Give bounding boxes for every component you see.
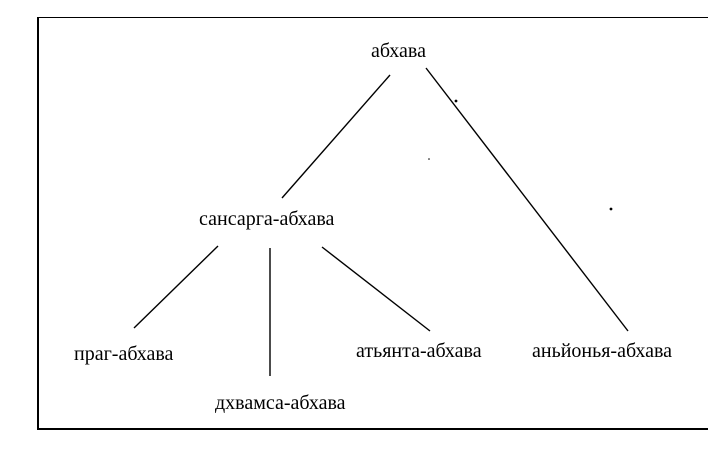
node-prag-abhava: праг-абхава	[74, 343, 174, 365]
node-samsarga-abhava: сансарга-абхава	[199, 208, 335, 230]
scan-speck	[609, 207, 613, 211]
node-atyanta-abhava: атьянта-абхава	[356, 340, 482, 362]
edge-samsarga-prag	[133, 245, 219, 329]
edge-samsarga-atyanta	[321, 246, 431, 332]
edge-root-anyonya	[425, 67, 629, 332]
diagram-frame	[37, 17, 708, 430]
node-anyonya-abhava: аньйонья-абхава	[532, 340, 673, 362]
node-abhava: абхава	[371, 40, 426, 62]
node-dhvamsa-abhava: дхвамса-абхава	[215, 392, 346, 414]
scan-speck	[454, 99, 458, 103]
scan-speck	[428, 158, 430, 160]
edge-root-samsarga	[281, 74, 391, 199]
